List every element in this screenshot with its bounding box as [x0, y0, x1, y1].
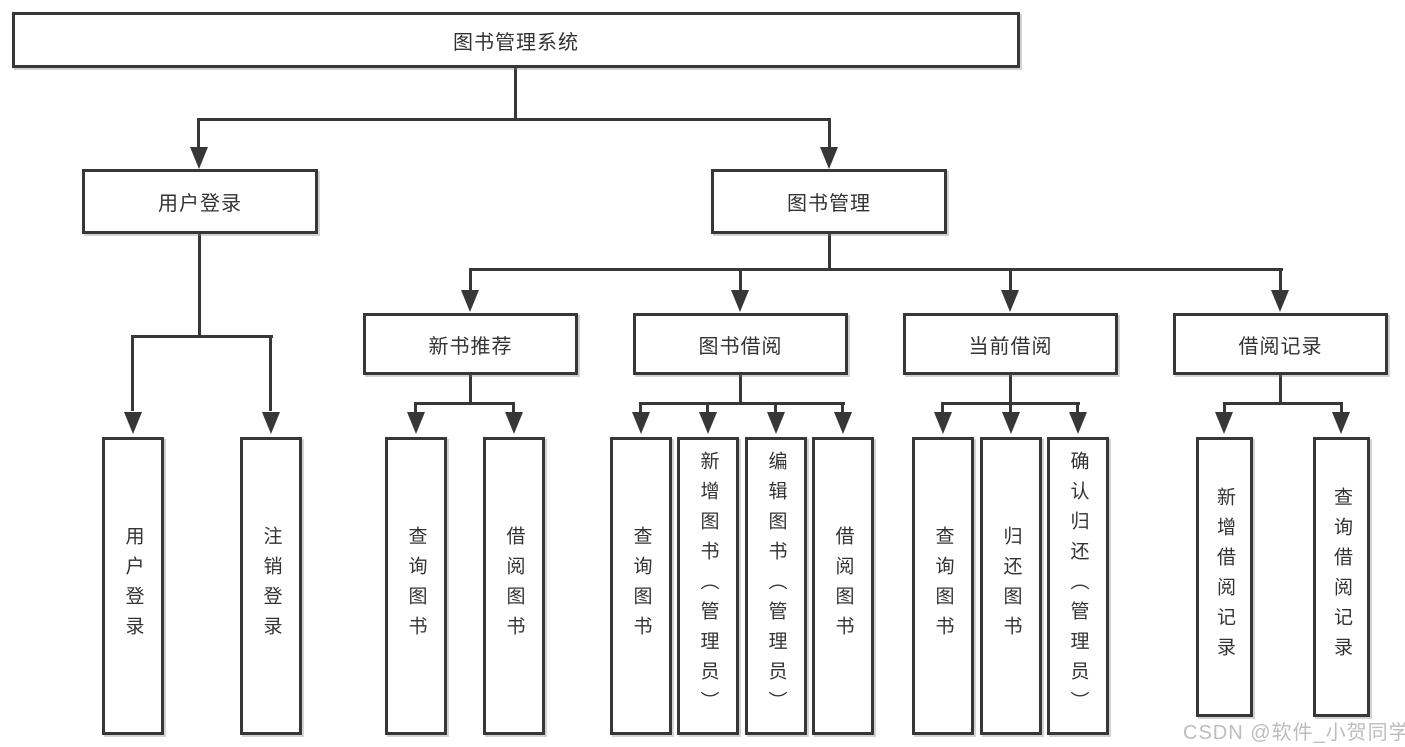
- leaf-bb-edit-books: 编辑图书（管理员）: [745, 437, 807, 735]
- connector-level3-bar: [469, 268, 1283, 271]
- connector-records-stem: [1279, 268, 1282, 292]
- connector-br-query-stem: [1340, 402, 1343, 413]
- node-book-mgmt: 图书管理: [711, 169, 947, 234]
- connector-br-add-stem: [1223, 402, 1226, 413]
- connector-current-down: [1009, 373, 1012, 404]
- connector-bb-edit-stem: [774, 402, 777, 413]
- node-book-mgmt-label: 图书管理: [787, 193, 871, 215]
- leaf-cb-return-books-label: 归还图书: [1000, 526, 1022, 646]
- arrowhead-bb-query: [632, 412, 650, 434]
- node-new-book-rec-label: 新书推荐: [428, 335, 513, 358]
- leaf-bb-add-books: 新增图书（管理员）: [677, 437, 739, 735]
- arrowhead-book-mgmt: [820, 147, 838, 169]
- arrowhead-current: [1001, 290, 1019, 312]
- arrowhead-borrow: [731, 290, 749, 312]
- leaf-logout: 注销登录: [240, 437, 302, 735]
- connector-leaf-login-stem: [131, 335, 134, 411]
- leaf-bb-borrow-books-label: 借阅图书: [832, 526, 854, 646]
- node-borrow-records: 借阅记录: [1173, 313, 1388, 375]
- arrowhead-cb-return: [1002, 412, 1020, 434]
- connector-new-book-stem: [469, 268, 472, 292]
- leaf-cb-return-books: 归还图书: [980, 437, 1042, 735]
- connector-bb-borrow-stem: [841, 402, 844, 413]
- arrowhead-user-login: [190, 147, 208, 169]
- connector-current-stem: [1009, 268, 1012, 292]
- connector-bb-add-stem: [706, 402, 709, 413]
- node-book-borrow: 图书借阅: [633, 313, 848, 375]
- connector-borrow-stem: [739, 268, 742, 292]
- arrowhead-leaf-login: [124, 412, 142, 434]
- connector-records-bar: [1223, 402, 1343, 405]
- leaf-bb-query-books: 查询图书: [610, 437, 672, 735]
- arrowhead-cb-confirm: [1069, 412, 1087, 434]
- connector-book-mgmt-down: [828, 233, 831, 271]
- arrowhead-nb-query: [407, 412, 425, 434]
- arrowhead-new-book: [461, 290, 479, 312]
- connector-root-stem: [514, 66, 517, 120]
- arrowhead-nb-borrow: [505, 412, 523, 434]
- connector-records-down: [1279, 373, 1282, 404]
- node-current-borrow-label: 当前借阅: [968, 335, 1053, 358]
- connector-borrow-down: [739, 373, 742, 404]
- arrowhead-br-query: [1332, 412, 1350, 434]
- leaf-cb-confirm-return-label: 确认归还（管理员）: [1067, 451, 1089, 721]
- leaf-bb-query-books-label: 查询图书: [630, 526, 652, 646]
- connector-bb-query-stem: [639, 402, 642, 413]
- connector-user-login-down: [198, 232, 201, 336]
- connector-nb-borrow-stem: [512, 402, 515, 413]
- arrowhead-br-add: [1215, 412, 1233, 434]
- connector-borrow-bar: [639, 402, 845, 405]
- connector-nb-query-stem: [414, 402, 417, 413]
- node-book-borrow-label: 图书借阅: [698, 335, 783, 358]
- node-user-login-label: 用户登录: [158, 193, 242, 215]
- node-borrow-records-label: 借阅记录: [1238, 335, 1323, 358]
- leaf-br-add-record-label: 新增借阅记录: [1214, 487, 1235, 667]
- connector-level2-bar: [197, 118, 831, 121]
- connector-cb-confirm-stem: [1076, 402, 1079, 413]
- node-root-label: 图书管理系统: [453, 31, 579, 54]
- leaf-user-login: 用户登录: [102, 437, 164, 735]
- leaf-br-add-record: 新增借阅记录: [1196, 437, 1253, 717]
- node-user-login: 用户登录: [82, 169, 318, 234]
- csdn-watermark: CSDN @软件_小贺同学: [1183, 722, 1405, 744]
- arrowhead-bb-edit: [767, 412, 785, 434]
- leaf-br-query-record: 查询借阅记录: [1313, 437, 1370, 717]
- connector-user-login-bar: [131, 335, 273, 338]
- leaf-nb-query-books: 查询图书: [385, 437, 447, 735]
- connector-new-book-bar: [414, 402, 515, 405]
- leaf-logout-label: 注销登录: [260, 526, 282, 646]
- leaf-nb-borrow-books-label: 借阅图书: [503, 526, 525, 646]
- leaf-bb-add-books-label: 新增图书（管理员）: [697, 451, 719, 721]
- leaf-bb-edit-books-label: 编辑图书（管理员）: [765, 451, 787, 721]
- arrowhead-leaf-logout: [262, 412, 280, 434]
- arrowhead-cb-query: [934, 412, 952, 434]
- leaf-cb-query-books-label: 查询图书: [932, 526, 954, 646]
- connector-user-login-stem: [197, 118, 200, 149]
- connector-new-book-down: [469, 373, 472, 404]
- node-root: 图书管理系统: [12, 12, 1020, 68]
- leaf-user-login-label: 用户登录: [122, 526, 144, 646]
- arrowhead-bb-borrow: [834, 412, 852, 434]
- arrowhead-bb-add: [699, 412, 717, 434]
- node-current-borrow: 当前借阅: [903, 313, 1118, 375]
- leaf-br-query-record-label: 查询借阅记录: [1331, 487, 1352, 667]
- leaf-cb-query-books: 查询图书: [912, 437, 974, 735]
- connector-book-mgmt-stem: [828, 118, 831, 149]
- node-new-book-rec: 新书推荐: [363, 313, 578, 375]
- leaf-bb-borrow-books: 借阅图书: [812, 437, 874, 735]
- connector-leaf-logout-stem: [269, 335, 272, 411]
- leaf-cb-confirm-return: 确认归还（管理员）: [1047, 437, 1109, 735]
- arrowhead-records: [1271, 290, 1289, 312]
- connector-cb-query-stem: [941, 402, 944, 413]
- connector-cb-return-stem: [1009, 402, 1012, 413]
- leaf-nb-query-books-label: 查询图书: [405, 526, 427, 646]
- leaf-nb-borrow-books: 借阅图书: [483, 437, 545, 735]
